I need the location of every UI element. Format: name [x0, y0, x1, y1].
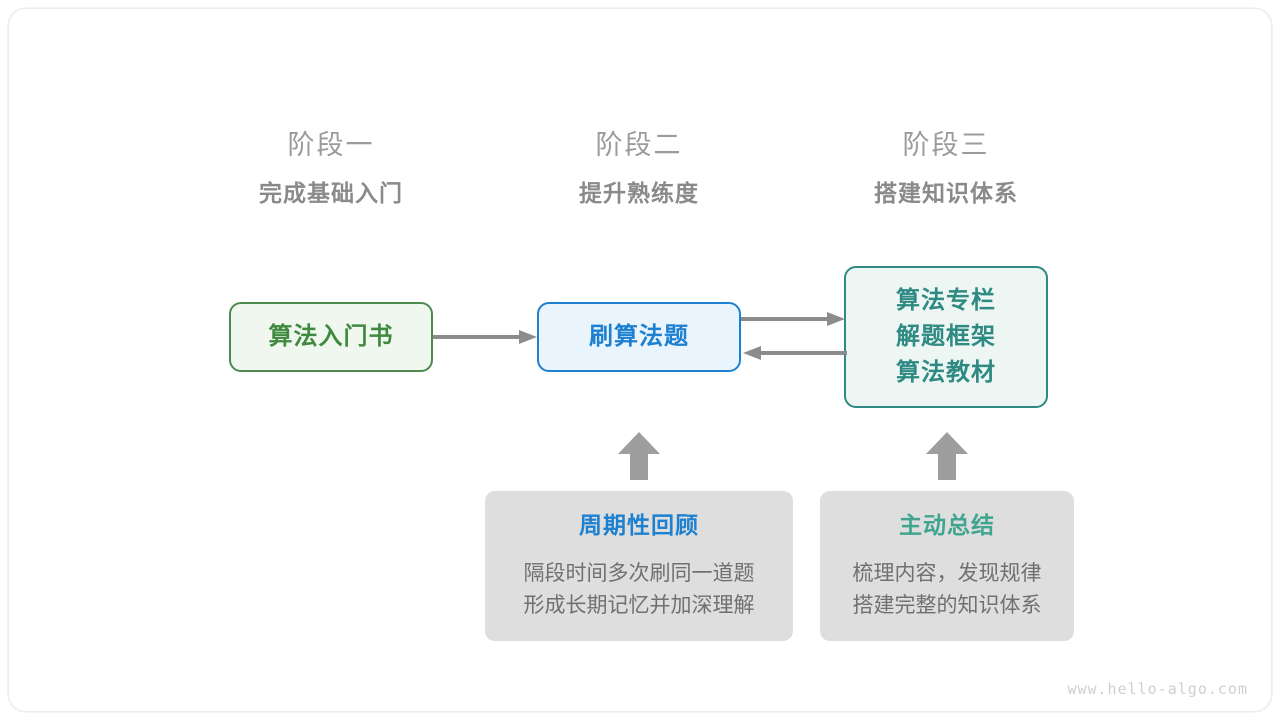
tip-title: 周期性回顾 [579, 512, 699, 538]
stage-title: 阶段二 [595, 130, 683, 160]
node-label: 刷算法题 [589, 323, 689, 350]
tip-body-line: 梳理内容，发现规律 [852, 562, 1042, 585]
node-label: 解题框架 [896, 323, 996, 350]
stage-title: 阶段三 [902, 130, 990, 160]
arrow-practice-to-resources [741, 312, 845, 326]
node-label: 算法教材 [896, 359, 996, 386]
tip-body-line: 形成长期记忆并加深理解 [523, 594, 755, 617]
watermark-text: www.hello-algo.com [1067, 680, 1248, 698]
tip-body-line: 搭建完整的知识体系 [852, 594, 1042, 617]
stage-subtitle: 提升熟练度 [579, 180, 699, 206]
arrow-review-up [618, 432, 660, 480]
stage-header-3: 阶段三 搭建知识体系 [816, 128, 1076, 208]
stage-subtitle: 搭建知识体系 [874, 180, 1018, 206]
tip-box-summary[interactable]: 主动总结 梳理内容，发现规律 搭建完整的知识体系 [820, 491, 1074, 641]
arrow-resources-to-practice [743, 346, 847, 360]
arrow-summary-up [926, 432, 968, 480]
node-box-practice[interactable]: 刷算法题 [537, 302, 741, 372]
node-box-book[interactable]: 算法入门书 [229, 302, 433, 372]
node-label: 算法专栏 [896, 287, 996, 314]
stage-header-1: 阶段一 完成基础入门 [201, 128, 461, 208]
tip-title: 主动总结 [899, 512, 995, 538]
stage-title: 阶段一 [287, 130, 375, 160]
stage-header-2: 阶段二 提升熟练度 [509, 128, 769, 208]
tip-box-review[interactable]: 周期性回顾 隔段时间多次刷同一道题 形成长期记忆并加深理解 [485, 491, 793, 641]
tip-body-line: 隔段时间多次刷同一道题 [523, 562, 755, 585]
arrow-book-to-practice [433, 330, 537, 344]
node-box-resources[interactable]: 算法专栏 解题框架 算法教材 [844, 266, 1048, 408]
stage-subtitle: 完成基础入门 [259, 180, 403, 206]
node-label: 算法入门书 [268, 323, 394, 350]
